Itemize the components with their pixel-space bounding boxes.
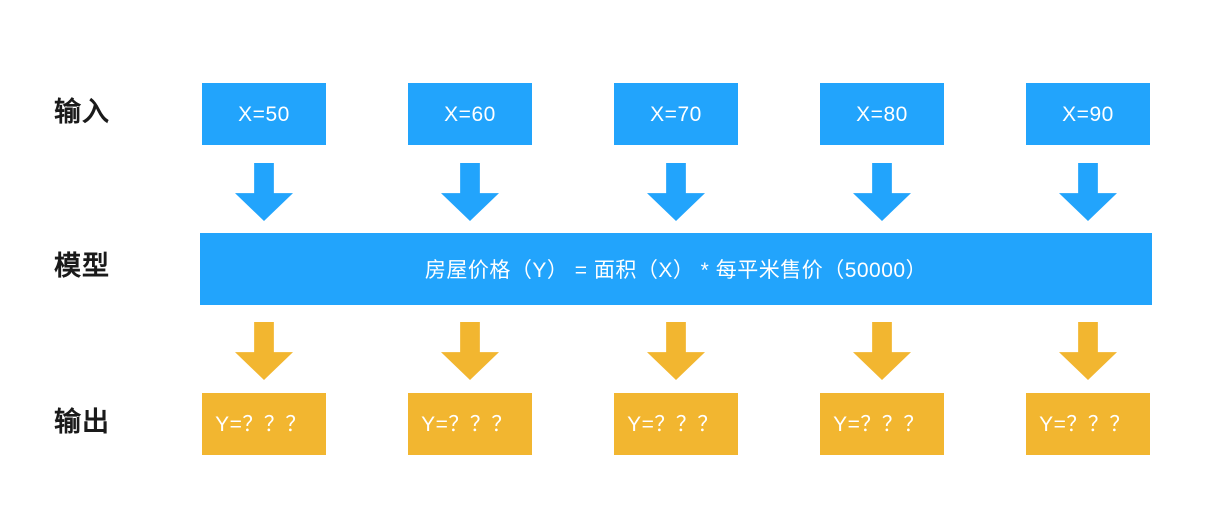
- input-box-label: X=80: [856, 102, 908, 126]
- output-box-label: Y=？？？: [833, 412, 925, 436]
- input-box-2[interactable]: X=60: [408, 83, 532, 145]
- output-box-label: Y=？？？: [215, 412, 307, 436]
- arrow-down-icon-input-3: [647, 163, 705, 221]
- input-box-label: X=70: [650, 102, 702, 126]
- arrow-down-icon-output-4: [853, 322, 911, 380]
- input-box-1[interactable]: X=50: [202, 83, 326, 145]
- arrow-down-icon-output-2: [441, 322, 499, 380]
- model-formula-bar[interactable]: 房屋价格（Y） = 面积（X） * 每平米售价（50000）: [200, 233, 1152, 305]
- input-box-label: X=50: [238, 102, 290, 126]
- input-box-label: X=90: [1062, 102, 1114, 126]
- input-box-5[interactable]: X=90: [1026, 83, 1150, 145]
- arrow-down-icon-input-4: [853, 163, 911, 221]
- row-label-output: 输出: [54, 407, 110, 437]
- output-box-2[interactable]: Y=？？？: [408, 393, 532, 455]
- row-label-model: 模型: [54, 251, 110, 281]
- arrow-down-icon-input-5: [1059, 163, 1117, 221]
- output-box-4[interactable]: Y=？？？: [820, 393, 944, 455]
- input-box-label: X=60: [444, 102, 496, 126]
- output-box-1[interactable]: Y=？？？: [202, 393, 326, 455]
- output-box-3[interactable]: Y=？？？: [614, 393, 738, 455]
- arrow-down-icon-input-1: [235, 163, 293, 221]
- arrow-down-icon-output-5: [1059, 322, 1117, 380]
- output-box-label: Y=？？？: [627, 412, 719, 436]
- output-box-label: Y=？？？: [1039, 412, 1131, 436]
- input-box-4[interactable]: X=80: [820, 83, 944, 145]
- output-box-label: Y=？？？: [421, 412, 513, 436]
- arrow-down-icon-output-1: [235, 322, 293, 380]
- arrow-down-icon-input-2: [441, 163, 499, 221]
- output-box-5[interactable]: Y=？？？: [1026, 393, 1150, 455]
- model-formula-text: 房屋价格（Y） = 面积（X） * 每平米售价（50000）: [424, 259, 928, 282]
- input-box-3[interactable]: X=70: [614, 83, 738, 145]
- row-label-input: 输入: [54, 97, 110, 127]
- arrow-down-icon-output-3: [647, 322, 705, 380]
